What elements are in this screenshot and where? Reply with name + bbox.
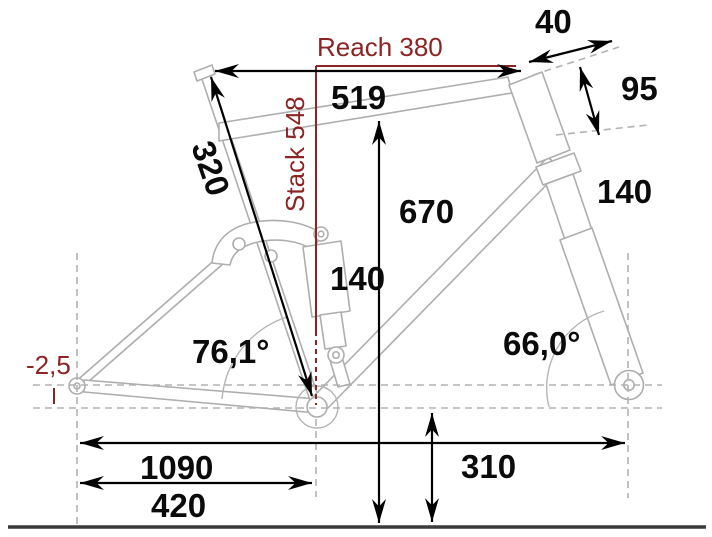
standover-label: 670 bbox=[399, 193, 454, 230]
stem-label: 40 bbox=[535, 3, 572, 40]
head-angle-arc bbox=[545, 310, 605, 408]
measurement-labels: 519 40 95 140 670 140 320 76,1° 66,0° 10… bbox=[140, 3, 658, 524]
rocker-pivot-1 bbox=[232, 237, 246, 251]
fork-travel-label: 140 bbox=[597, 173, 652, 210]
head-tube-measure-line bbox=[578, 66, 601, 136]
stack-label: Stack 548 bbox=[280, 96, 310, 212]
fork-lowers bbox=[559, 227, 644, 386]
reach-label: Reach 380 bbox=[317, 32, 443, 62]
bb-axle bbox=[306, 396, 328, 418]
measurement-arrows bbox=[80, 39, 625, 523]
shock-lower-eyelet-hole bbox=[331, 350, 340, 359]
head-tube-bottom-extension-guide bbox=[555, 124, 649, 136]
shock-shaft bbox=[319, 311, 347, 350]
head-angle-label: 66,0° bbox=[503, 325, 580, 362]
seat-angle-label: 76,1° bbox=[192, 333, 269, 370]
head-tube bbox=[508, 71, 571, 164]
shock-travel-label: 140 bbox=[330, 260, 385, 297]
chainstay-label: 420 bbox=[151, 487, 206, 524]
fork-crown bbox=[535, 152, 582, 186]
bb-height-label: 310 bbox=[461, 448, 516, 485]
head-tube-label: 95 bbox=[621, 70, 658, 107]
shock-upper-eyelet-hole bbox=[317, 230, 325, 238]
seat-tube-measure-line bbox=[209, 76, 314, 397]
bike-frame-drawing bbox=[68, 64, 645, 429]
bb-drop-label: -2,5 bbox=[26, 350, 71, 380]
stem-measure-line bbox=[528, 39, 613, 64]
wheelbase-label: 1090 bbox=[140, 449, 213, 486]
top-tube-label: 519 bbox=[331, 79, 386, 116]
